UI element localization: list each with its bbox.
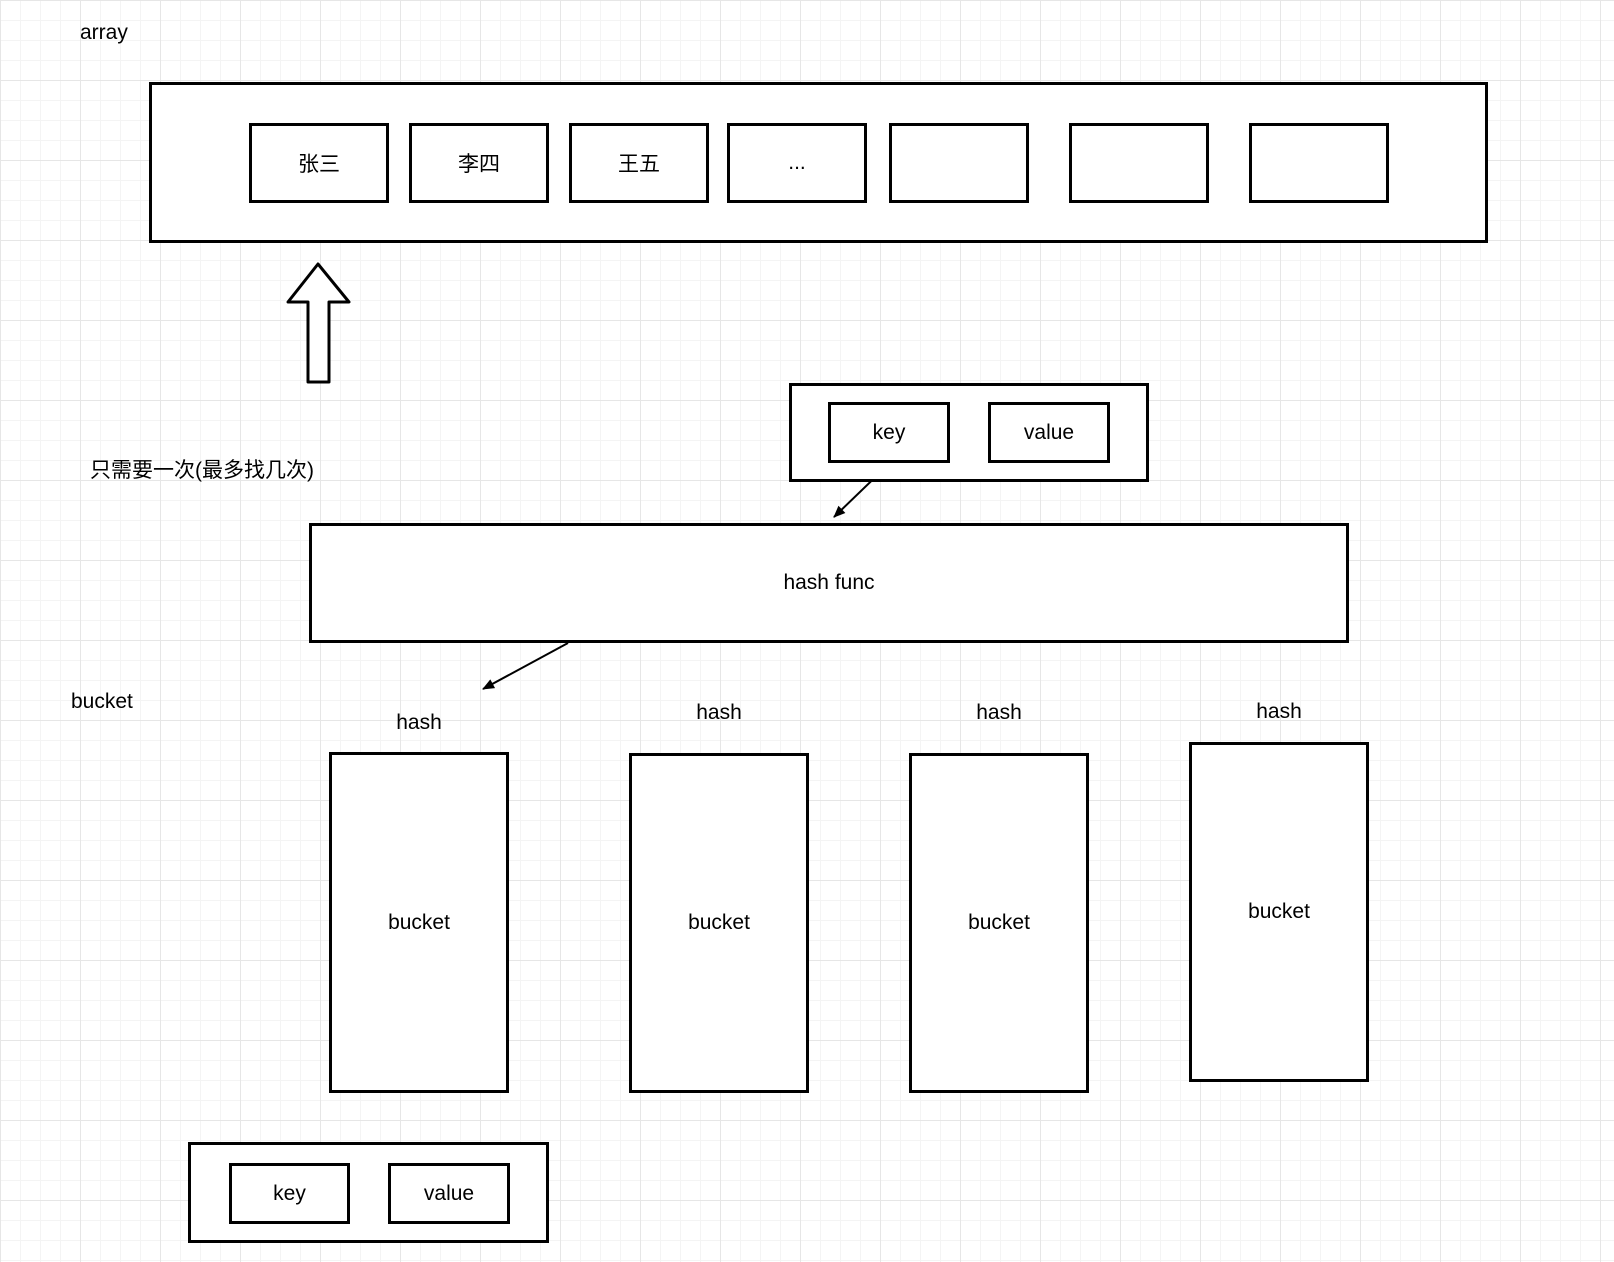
array-cell: 张三 (249, 123, 389, 203)
key-box: key (828, 402, 950, 463)
hash-func-box: hash func (309, 523, 1349, 643)
value-box: value (988, 402, 1110, 463)
bucket-box: bucket (1189, 742, 1369, 1082)
key-box: key (229, 1163, 350, 1224)
array-cell (1249, 123, 1389, 203)
note-label: 只需要一次(最多找几次) (90, 459, 314, 482)
key-value-box-bottom: key value (188, 1142, 549, 1243)
up-arrow-icon (286, 262, 351, 384)
bucket-box: bucket (629, 753, 809, 1093)
bucket-box: bucket (329, 752, 509, 1093)
array-cell: 王五 (569, 123, 709, 203)
hash-label: hash (1256, 700, 1302, 723)
bucket-box: bucket (909, 753, 1089, 1093)
array-cell (889, 123, 1029, 203)
array-cell (1069, 123, 1209, 203)
array-cell: 李四 (409, 123, 549, 203)
hash-label: hash (976, 701, 1022, 724)
array-cell: ... (727, 123, 867, 203)
value-box: value (388, 1163, 510, 1224)
hash-label: hash (696, 701, 742, 724)
hashfunc-to-bucket-arrow-icon (482, 642, 569, 690)
key-value-box-top: key value (789, 383, 1149, 482)
bucket-section-label: bucket (71, 690, 133, 713)
array-label: array (80, 21, 128, 44)
array-box: 张三 李四 王五 ... (149, 82, 1488, 243)
hash-label: hash (396, 711, 442, 734)
